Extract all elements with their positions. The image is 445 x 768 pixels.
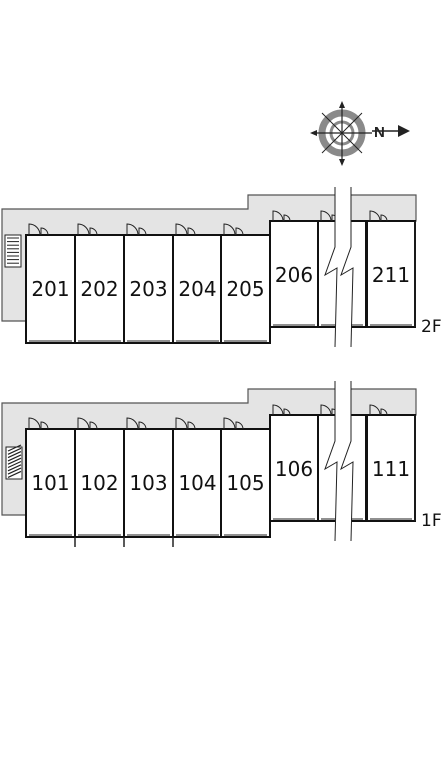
floor-label: 2F <box>421 317 442 337</box>
unit: 206 <box>269 210 319 328</box>
unit: 106 <box>269 404 319 522</box>
unit: 104 <box>172 417 223 538</box>
unit: 205 <box>220 223 271 344</box>
unit-number: 201 <box>31 277 69 301</box>
unit-number: 205 <box>226 277 264 301</box>
floor-label: 1F <box>421 511 442 531</box>
unit: 211 <box>366 210 416 328</box>
north-label: N <box>374 124 385 141</box>
unit-number: 203 <box>129 277 167 301</box>
unit-number: 206 <box>275 263 313 287</box>
unit-number: 211 <box>372 263 410 287</box>
unit: 105 <box>220 417 271 538</box>
unit-number: 101 <box>31 471 69 495</box>
compass-rose-icon: N <box>310 101 410 166</box>
unit: 111 <box>366 404 416 522</box>
unit-number: 104 <box>178 471 216 495</box>
unit: 202 <box>74 223 125 344</box>
unit-number: 202 <box>80 277 118 301</box>
unit: 204 <box>172 223 223 344</box>
unit: 101 <box>25 417 76 538</box>
unit-number: 102 <box>80 471 118 495</box>
unit-number: 111 <box>372 457 410 481</box>
unit: 203 <box>123 223 174 344</box>
unit: 102 <box>74 417 125 538</box>
unit-number: 204 <box>178 277 216 301</box>
floor-1f-plan: 101 102 103 104 105 106 111 1F <box>1 381 442 547</box>
stairs-icon <box>5 444 23 480</box>
floor-2f-plan: 201 202 203 204 205 206 211 2F <box>1 187 442 348</box>
unit: 201 <box>25 223 76 344</box>
unit-number: 106 <box>275 457 313 481</box>
break-mark <box>324 187 354 348</box>
unit-number: 105 <box>226 471 264 495</box>
unit-number: 103 <box>129 471 167 495</box>
stairs-icon <box>4 234 22 268</box>
break-mark <box>324 381 354 542</box>
unit: 103 <box>123 417 174 538</box>
